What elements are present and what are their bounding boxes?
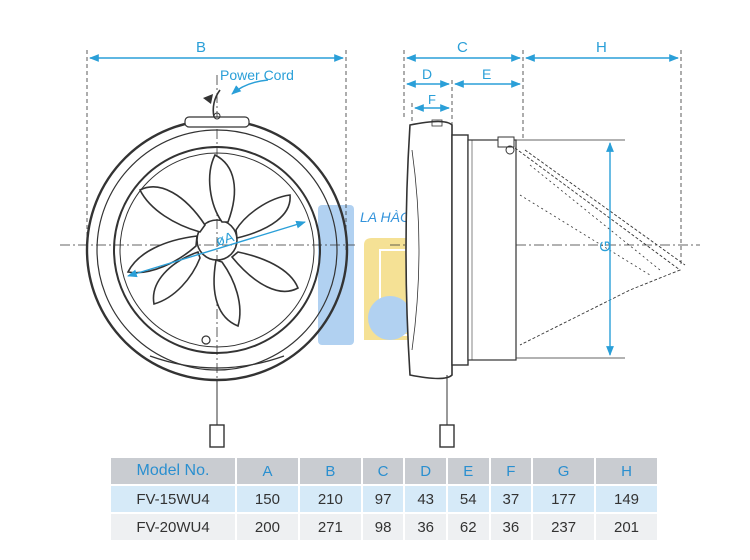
- label-e: E: [482, 66, 491, 82]
- table-header: G: [533, 458, 595, 484]
- table-header: A: [237, 458, 298, 484]
- table-row: FV-20WU4 200 271 98 36 62 36 237 201: [111, 514, 657, 540]
- label-c: C: [457, 39, 468, 56]
- table-cell: 43: [405, 486, 446, 512]
- power-cord-label: Power Cord: [220, 67, 294, 83]
- dimensions: [89, 54, 679, 356]
- label-a: øA: [214, 228, 236, 249]
- label-h: H: [596, 39, 607, 56]
- table-cell: FV-15WU4: [111, 486, 235, 512]
- watermark-text: LA HÀO: [360, 209, 411, 225]
- table-cell: 210: [299, 486, 361, 512]
- table-cell: 36: [405, 514, 446, 540]
- table-header: B: [299, 458, 361, 484]
- table-cell: 36: [490, 514, 532, 540]
- table-header-row: Model No. A B C D E F G H: [111, 458, 657, 484]
- label-f: F: [428, 92, 436, 107]
- table-cell: 98: [362, 514, 404, 540]
- label-d: D: [422, 66, 432, 82]
- table-header: D: [405, 458, 446, 484]
- dim-a-line: [127, 220, 306, 278]
- table-header: E: [447, 458, 489, 484]
- table-cell: 201: [596, 514, 657, 540]
- table-cell: 62: [447, 514, 489, 540]
- table-row: FV-15WU4 150 210 97 43 54 37 177 149: [111, 486, 657, 512]
- table-cell: 150: [237, 486, 298, 512]
- front-view: [60, 50, 355, 448]
- table-header: F: [490, 458, 532, 484]
- table-cell: 149: [596, 486, 657, 512]
- table-cell: 97: [362, 486, 404, 512]
- fan-diagram: LA HÀO: [60, 39, 700, 448]
- side-view: [390, 50, 700, 448]
- label-b: B: [196, 39, 206, 56]
- table-cell: 37: [490, 486, 532, 512]
- table-cell: FV-20WU4: [111, 514, 235, 540]
- table-cell: 237: [533, 514, 595, 540]
- power-cord-leader: [231, 79, 269, 95]
- table-header: H: [596, 458, 657, 484]
- dimension-labels: B C H D E F G øA Power Cord: [196, 39, 614, 252]
- table-cell: 177: [533, 486, 595, 512]
- label-g: G: [597, 240, 614, 252]
- table-cell: 200: [237, 514, 298, 540]
- table-header: C: [362, 458, 404, 484]
- table-cell: 271: [299, 514, 361, 540]
- table-cell: 54: [447, 486, 489, 512]
- spec-table: Model No. A B C D E F G H FV-15WU4 150 2…: [109, 456, 659, 542]
- table-header: Model No.: [111, 458, 235, 484]
